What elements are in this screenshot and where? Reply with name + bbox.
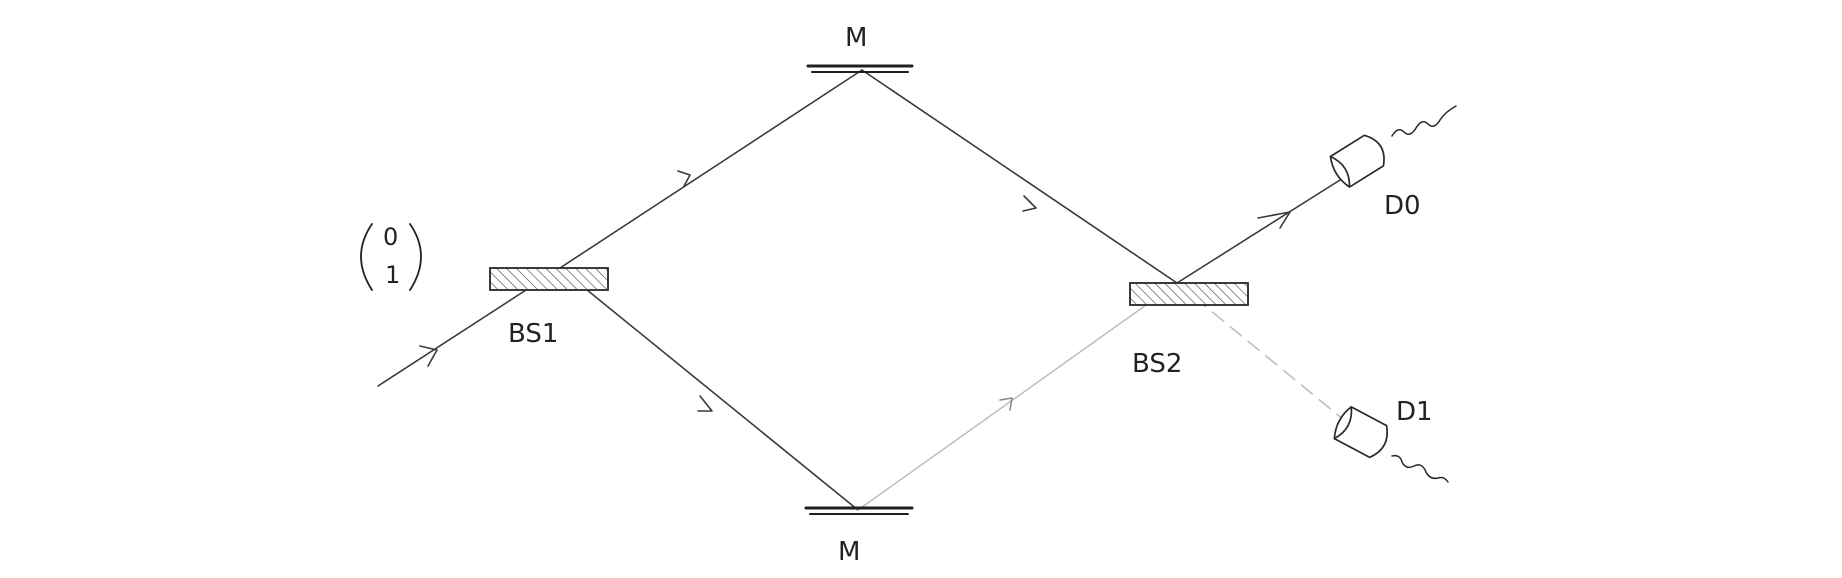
input-state-vector: 0 1 <box>360 223 422 291</box>
top-mirror: M <box>806 23 914 73</box>
d0-wire-icon <box>1391 105 1457 137</box>
lower-arm-beam <box>559 267 1178 511</box>
top-mirror-label: M <box>845 23 867 53</box>
state-bottom-entry: 1 <box>385 261 400 289</box>
bs2-label: BS2 <box>1132 349 1182 379</box>
state-top-entry: 0 <box>383 223 398 251</box>
d0-label: D0 <box>1384 191 1421 221</box>
bs1-label: BS1 <box>508 319 558 349</box>
detector-d1: D1 <box>1333 397 1449 483</box>
bottom-mirror-label: M <box>838 537 860 567</box>
d1-wire-icon <box>1391 454 1449 483</box>
d1-label: D1 <box>1396 397 1433 427</box>
upper-arm-return-arrow-icon <box>1022 195 1037 212</box>
output-beam-d0 <box>1176 179 1341 284</box>
right-paren-icon <box>409 223 422 291</box>
output-beam-d1 <box>1176 282 1345 421</box>
left-paren-icon <box>360 223 373 291</box>
lower-arm-arrow-icon <box>697 395 713 412</box>
beam-splitter-1: BS1 <box>489 267 609 349</box>
upper-arm-beam <box>559 69 1178 284</box>
upper-arm-arrow-icon <box>677 170 691 187</box>
input-arrow-icon <box>419 345 438 367</box>
beam-splitter-2: BS2 <box>1129 282 1249 379</box>
lower-arm-return-arrow-icon <box>999 397 1013 411</box>
output-d0-arrow-icon <box>1257 211 1291 229</box>
bottom-mirror: M <box>804 506 914 567</box>
detector-d0: D0 <box>1329 105 1457 221</box>
